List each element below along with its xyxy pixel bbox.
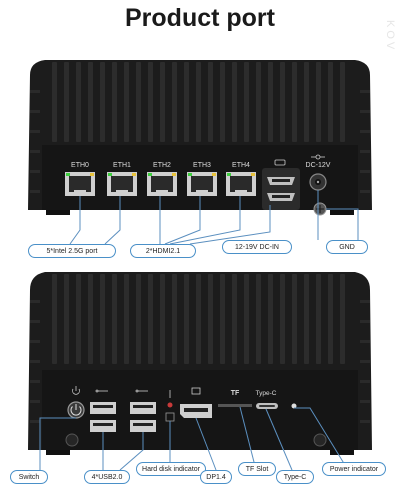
- rj45-port-eth2: [147, 172, 177, 196]
- dc-label: DC-12V: [306, 162, 331, 169]
- callout-intel-ports: 5*Intel 2.5G port: [28, 244, 116, 258]
- usb-ports: [90, 402, 156, 432]
- rj45-port-eth0: [65, 172, 95, 196]
- bottom-device: TF Type-C: [28, 272, 372, 471]
- bottom-heatsink-fins: [52, 274, 345, 364]
- power-icon: [72, 386, 80, 395]
- eth-label-3: ETH3: [193, 162, 211, 169]
- dp-port: [180, 404, 212, 418]
- rj45-port-eth4: [226, 172, 256, 196]
- tf-label: TF: [231, 390, 240, 397]
- top-callout-lines: [69, 190, 359, 245]
- gnd-screw: [313, 202, 327, 216]
- eth-label-4: ETH4: [232, 162, 250, 169]
- top-heatsink-fins: [52, 62, 345, 142]
- callout-hdmi: 2*HDMI2.1: [130, 244, 196, 258]
- antenna-hole-right: [313, 433, 327, 447]
- callout-typec: Type-C: [276, 470, 314, 484]
- typec-label: Type-C: [256, 390, 277, 397]
- watermark-text: KOV: [384, 20, 396, 53]
- dp-icon: [191, 387, 201, 395]
- eth-label-2: ETH2: [153, 162, 171, 169]
- top-device: ETH0 ETH1 ETH2 ETH3 ETH4 DC-12V: [28, 60, 372, 245]
- page-title: Product port: [125, 4, 275, 32]
- callout-tf-slot: TF Slot: [238, 462, 276, 476]
- callout-gnd: GND: [326, 240, 368, 254]
- antenna-hole-left: [65, 433, 79, 447]
- eth-label-0: ETH0: [71, 162, 89, 169]
- eth-label-1: ETH1: [113, 162, 131, 169]
- callout-hdd-indicator: Hard disk indicator: [136, 462, 206, 476]
- callout-dp: DP1.4: [200, 470, 232, 484]
- usb-icon: [95, 389, 148, 393]
- rj45-port-eth3: [187, 172, 217, 196]
- rj45-port-eth1: [107, 172, 137, 196]
- dc-in-port: [309, 173, 327, 191]
- power-button: [67, 401, 85, 419]
- callout-switch: Switch: [10, 470, 48, 484]
- callout-usb: 4*USB2.0: [84, 470, 130, 484]
- callout-power-indicator: Power indicator: [322, 462, 386, 476]
- hdmi-icon: [274, 159, 286, 166]
- hdmi-ports: [262, 168, 300, 210]
- tf-slot: [218, 404, 252, 407]
- power-indicator-led: [291, 403, 297, 409]
- dc-polarity-icon: [311, 154, 325, 160]
- bottom-callout-lines: [39, 406, 349, 471]
- callout-dc-in: 12-19V DC-IN: [222, 240, 292, 254]
